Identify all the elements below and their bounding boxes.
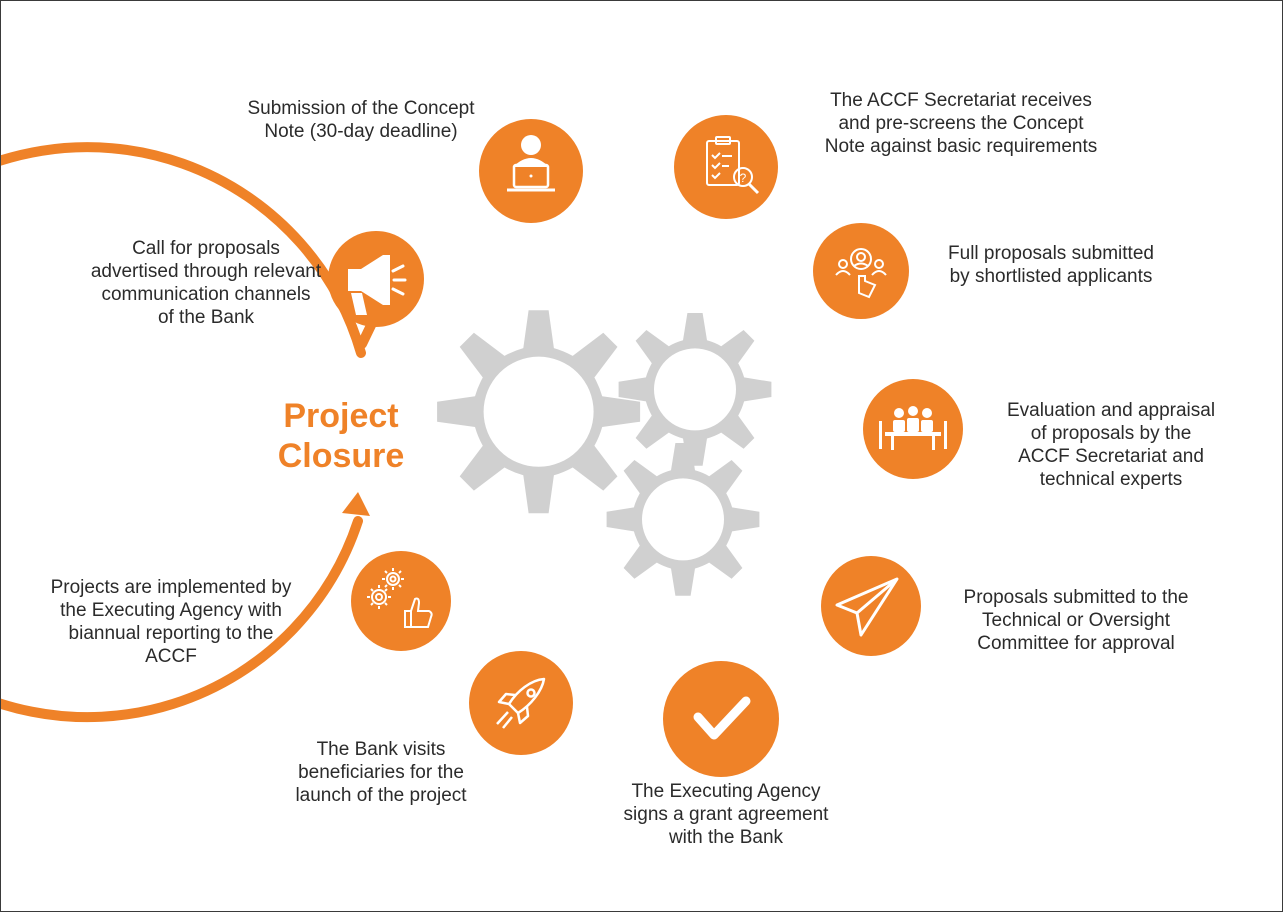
- people-select-icon: [835, 248, 887, 299]
- center-title-line-1: Project: [283, 397, 399, 435]
- step-text-line: by shortlisted applicants: [949, 266, 1153, 287]
- step-text-line: ACCF: [145, 646, 197, 667]
- step-text-line: Full proposals submitted: [948, 243, 1154, 264]
- step-text-line: Submission of the Concept: [247, 98, 475, 119]
- step-label-launch-visit: The Bank visits beneficiaries for the la…: [256, 738, 506, 807]
- step-text-line: Call for proposals: [132, 238, 280, 259]
- megaphone-icon: [348, 255, 407, 315]
- step-circle-concept-note-submission: [479, 119, 583, 223]
- center-title-line-2: Closure: [277, 437, 405, 475]
- step-circle-evaluation: [863, 379, 963, 479]
- step-text-line: The Bank visits: [316, 739, 446, 760]
- step-text-line: The ACCF Secretariat receives: [830, 90, 1092, 111]
- paper-plane-icon: [835, 577, 899, 637]
- step-text-line: Committee for approval: [977, 633, 1175, 654]
- step-text-line: ACCF Secretariat and: [1018, 446, 1204, 467]
- step-text-line: communication channels: [101, 284, 311, 305]
- step-text-line: Technical or Oversight: [982, 610, 1170, 631]
- step-label-call-for-proposals: Call for proposals advertised through re…: [81, 237, 331, 329]
- step-circle-pre-screening: ?: [674, 115, 778, 219]
- upper-right-gear-icon: [618, 313, 772, 466]
- person-laptop-icon: [507, 135, 555, 192]
- step-label-full-proposals: Full proposals submitted by shortlisted …: [921, 242, 1181, 288]
- step-text-line: and pre-screens the Concept: [838, 113, 1084, 134]
- large-gear-icon: [437, 310, 641, 514]
- step-text-line: Proposals submitted to the: [963, 587, 1189, 608]
- step-circle-implementation: [351, 551, 451, 651]
- step-circle-grant-agreement: [663, 661, 779, 777]
- center-title: Project Closure: [231, 396, 451, 476]
- step-label-committee-approval: Proposals submitted to the Technical or …: [931, 586, 1221, 655]
- step-label-evaluation: Evaluation and appraisal of proposals by…: [976, 399, 1246, 491]
- step-label-pre-screening: The ACCF Secretariat receives and pre-sc…: [791, 89, 1131, 158]
- step-text-line: Note against basic requirements: [824, 136, 1098, 157]
- meeting-icon: [879, 406, 947, 450]
- step-text-line: The Executing Agency: [631, 781, 821, 802]
- step-text-line: of the Bank: [157, 307, 255, 328]
- step-text-line: launch of the project: [295, 785, 467, 806]
- step-label-concept-note-submission: Submission of the Concept Note (30-day d…: [201, 97, 521, 143]
- gears-thumbs-up-icon: [367, 568, 433, 628]
- step-text-line: Projects are implemented by: [50, 577, 292, 598]
- step-text-line: signs a grant agreement: [623, 804, 829, 825]
- step-label-implementation: Projects are implemented by the Executin…: [21, 576, 321, 668]
- step-text-line: biannual reporting to the: [68, 623, 274, 644]
- step-text-line: Note (30-day deadline): [264, 121, 458, 142]
- step-label-grant-agreement: The Executing Agency signs a grant agree…: [591, 780, 861, 849]
- gears-illustration: [437, 310, 772, 596]
- cycle-ring: [1, 142, 366, 723]
- lower-right-gear-icon: [606, 443, 760, 596]
- svg-text:?: ?: [740, 171, 747, 185]
- step-circle-call-for-proposals: [328, 231, 424, 327]
- step-text-line: Evaluation and appraisal: [1006, 400, 1216, 421]
- step-text-line: of proposals by the: [1030, 423, 1192, 444]
- step-text-line: beneficiaries for the: [298, 762, 464, 783]
- cycle-arrowhead-icon: [342, 492, 370, 516]
- step-circle-launch-visit: [469, 651, 573, 755]
- rocket-icon: [496, 677, 546, 729]
- step-text-line: the Executing Agency with: [60, 600, 282, 621]
- step-circle-full-proposals: [813, 223, 909, 319]
- checkmark-icon: [693, 696, 751, 740]
- step-text-line: technical experts: [1039, 469, 1183, 490]
- clipboard-search-icon: ?: [706, 136, 760, 195]
- step-circle-committee-approval: [821, 556, 921, 656]
- step-text-line: advertised through relevant: [90, 261, 322, 282]
- step-text-line: with the Bank: [668, 827, 784, 848]
